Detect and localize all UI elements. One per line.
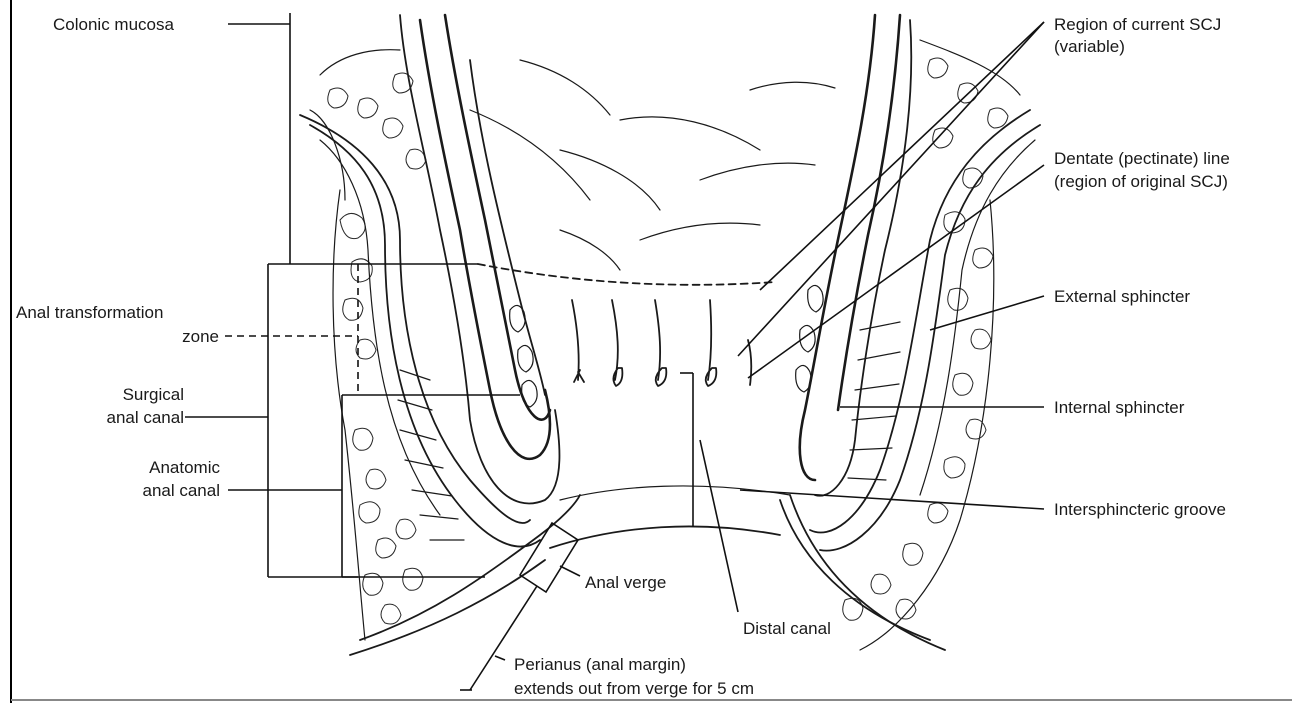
label-anal-transformation-zone-line2: zone	[182, 327, 219, 346]
label-perianus-line2: extends out from verge for 5 cm	[514, 679, 754, 698]
colonic-mucosa-bracket	[228, 13, 290, 264]
label-intersphincteric-groove: Intersphincteric groove	[1054, 500, 1226, 519]
label-region-current-scj-line1: Region of current SCJ	[1054, 15, 1221, 34]
rectal-folds	[470, 60, 835, 270]
dentate-dashed-line	[478, 264, 775, 285]
right-anal-wall	[780, 15, 1040, 650]
transformation-zone-leader	[225, 264, 478, 395]
anal-verge-curve	[550, 526, 780, 548]
label-anatomic-anal-canal-line1: Anatomic	[149, 458, 220, 477]
label-distal-canal: Distal canal	[743, 619, 831, 638]
label-dentate-line-line1: Dentate (pectinate) line	[1054, 149, 1230, 168]
label-anal-transformation-zone-line1: Anal transformation	[16, 303, 163, 322]
distal-canal-leader	[680, 373, 738, 612]
label-anal-verge: Anal verge	[585, 573, 666, 592]
label-colonic-mucosa: Colonic mucosa	[53, 15, 174, 34]
label-surgical-anal-canal-line2: anal canal	[106, 408, 184, 427]
label-internal-sphincter: Internal sphincter	[1054, 398, 1185, 417]
canal-fold-curve	[560, 486, 790, 500]
left-perianal-fat	[310, 50, 426, 640]
label-perianus-line1: Perianus (anal margin)	[514, 655, 686, 674]
label-surgical-anal-canal-line1: Surgical	[123, 385, 184, 404]
label-region-current-scj-line2: (variable)	[1054, 37, 1125, 56]
surgical-anal-canal-bracket	[185, 264, 358, 577]
label-anatomic-anal-canal-line2: anal canal	[142, 481, 220, 500]
anal-columns	[572, 300, 751, 386]
label-external-sphincter: External sphincter	[1054, 287, 1190, 306]
label-dentate-line-line2: (region of original SCJ)	[1054, 172, 1228, 191]
